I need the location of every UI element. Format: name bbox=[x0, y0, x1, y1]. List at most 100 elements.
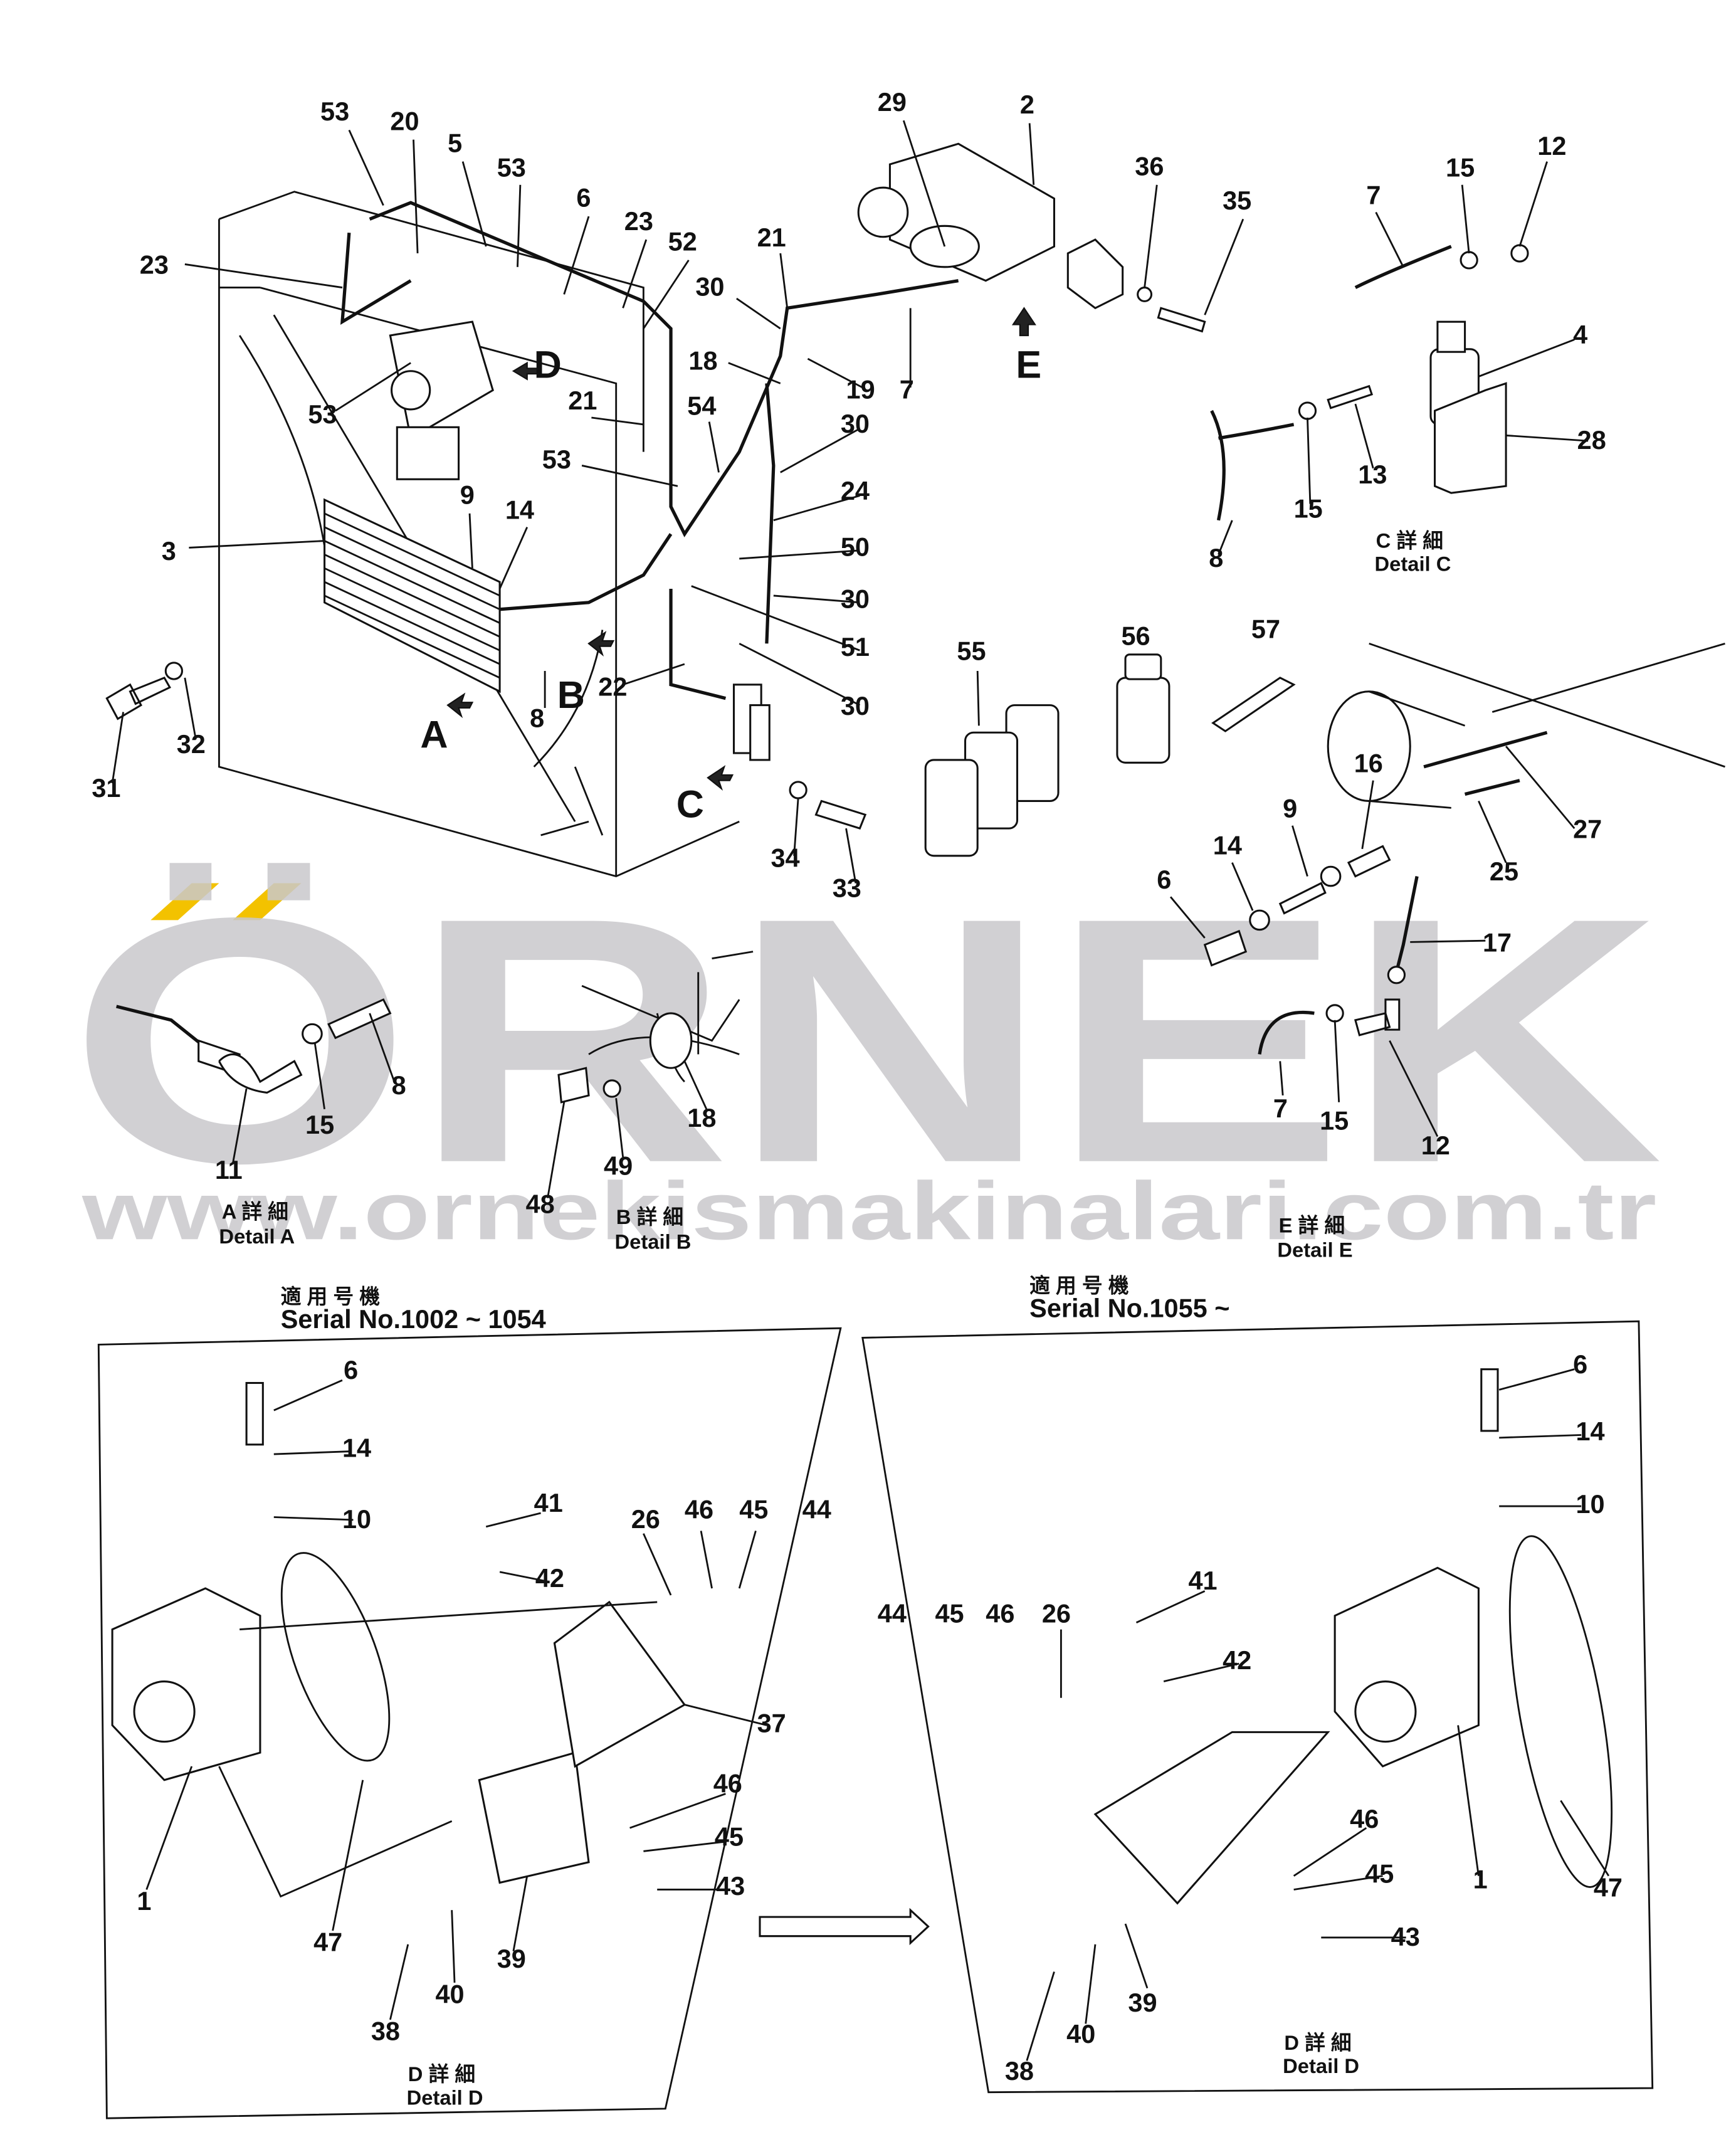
callout: 15 bbox=[1446, 153, 1475, 182]
callout: 8 bbox=[530, 704, 544, 733]
condenser bbox=[324, 498, 501, 694]
callout: 42 bbox=[535, 1563, 564, 1593]
callout: 38 bbox=[371, 2017, 400, 2046]
callout: 19 bbox=[846, 374, 875, 404]
callout: 42 bbox=[1223, 1645, 1251, 1675]
callout: 4 bbox=[1573, 320, 1587, 349]
callout: 15 bbox=[1320, 1106, 1349, 1136]
detail-d-old-callouts: 適 用 号 機 Serial No.1002 ~ 1054 6 14 10 41… bbox=[137, 1285, 831, 2109]
serial-caption-jp: 適 用 号 機 bbox=[1029, 1274, 1129, 1297]
callout: 30 bbox=[695, 272, 724, 302]
view-marker-b: B bbox=[557, 673, 585, 716]
callout: 29 bbox=[878, 87, 907, 117]
detail-c-drawing bbox=[1210, 161, 1589, 555]
callout: 1 bbox=[137, 1886, 151, 1916]
callout: 14 bbox=[505, 495, 534, 525]
callout: 40 bbox=[435, 1980, 464, 2009]
cooler-unit bbox=[857, 142, 1206, 333]
detail-d-new-panel bbox=[861, 1320, 1654, 2094]
callout: 13 bbox=[1358, 460, 1387, 489]
callout: 10 bbox=[342, 1504, 371, 1534]
callout: 27 bbox=[1573, 814, 1602, 843]
callout: 46 bbox=[685, 1495, 713, 1524]
callout: 53 bbox=[542, 445, 571, 474]
callout: 45 bbox=[715, 1822, 744, 1852]
callout: 6 bbox=[1157, 865, 1171, 894]
callout: 53 bbox=[497, 153, 526, 182]
detail-b-callouts: 18 49 48 B 詳 細 Detail B bbox=[526, 1103, 717, 1253]
callout: 30 bbox=[841, 409, 870, 438]
callout: 23 bbox=[624, 206, 653, 236]
callout: 18 bbox=[688, 346, 717, 376]
callout: 30 bbox=[841, 584, 870, 614]
detail-b-caption-jp: B 詳 細 bbox=[616, 1205, 683, 1228]
callout: 45 bbox=[935, 1599, 964, 1628]
callout: 11 bbox=[215, 1155, 243, 1184]
watermark-accent-right bbox=[233, 883, 302, 921]
callout: 56 bbox=[1121, 621, 1150, 651]
callout: 53 bbox=[308, 399, 337, 429]
callout: 43 bbox=[1391, 1922, 1420, 1951]
detail-b-drawing bbox=[547, 951, 754, 1198]
callout: 49 bbox=[604, 1151, 633, 1181]
callout: 44 bbox=[802, 1495, 831, 1524]
callout: 12 bbox=[1421, 1131, 1450, 1160]
callout: 35 bbox=[1223, 186, 1251, 215]
callout: 14 bbox=[342, 1433, 371, 1462]
detail-c-callouts: 7 15 12 4 28 13 15 8 C 詳 細 Detail C bbox=[1209, 131, 1606, 576]
callout: 43 bbox=[716, 1871, 745, 1901]
callout: 14 bbox=[1213, 831, 1242, 860]
callout: 6 bbox=[1573, 1349, 1587, 1379]
callout: 46 bbox=[713, 1768, 742, 1798]
serial-range: Serial No.1002 ~ 1054 bbox=[281, 1304, 546, 1334]
detail-c-caption: Detail C bbox=[1374, 552, 1451, 576]
callout: 6 bbox=[344, 1355, 358, 1385]
callout: 54 bbox=[687, 391, 716, 421]
callout: 26 bbox=[631, 1504, 660, 1534]
callout: 44 bbox=[878, 1599, 907, 1628]
view-marker-e: E bbox=[1016, 344, 1041, 386]
callout: 7 bbox=[900, 374, 914, 404]
detail-d-new-callouts: 適 用 号 機 Serial No.1055 ~ 6 14 10 41 44 4… bbox=[878, 1274, 1623, 2086]
callout: 21 bbox=[568, 386, 597, 415]
callout: 50 bbox=[841, 532, 870, 562]
detail-d-caption-jp: D 詳 細 bbox=[408, 2062, 475, 2086]
watermark-url: www.ornekismakinalari.com.tr bbox=[82, 1164, 1657, 1257]
callout: 41 bbox=[534, 1488, 563, 1517]
callout: 32 bbox=[177, 729, 206, 759]
detail-d-old-panel bbox=[97, 1327, 930, 2119]
callout: 47 bbox=[313, 1928, 342, 1957]
callout: 26 bbox=[1042, 1599, 1071, 1628]
callout: 7 bbox=[1366, 180, 1381, 209]
detail-d-caption: Detail D bbox=[1283, 2054, 1359, 2077]
callout: 36 bbox=[1135, 152, 1164, 181]
view-marker-d: D bbox=[534, 344, 562, 386]
callout: 8 bbox=[392, 1070, 406, 1100]
callout: 1 bbox=[1473, 1864, 1488, 1894]
detail-b-caption: Detail B bbox=[615, 1230, 692, 1253]
main-assembly-drawing bbox=[105, 120, 1296, 884]
receiver-drier bbox=[732, 683, 867, 830]
refrigerant-cans bbox=[924, 653, 1296, 857]
callout: 15 bbox=[1294, 493, 1323, 523]
detail-d-caption-jp: D 詳 細 bbox=[1284, 2031, 1351, 2054]
callout: 18 bbox=[687, 1103, 716, 1132]
callout: 34 bbox=[771, 843, 799, 872]
callout: 21 bbox=[757, 223, 786, 252]
callout: 14 bbox=[1576, 1416, 1604, 1446]
compressor bbox=[389, 320, 494, 480]
callout: 7 bbox=[1273, 1094, 1288, 1123]
callout: 51 bbox=[841, 632, 870, 662]
callout: 15 bbox=[305, 1110, 334, 1139]
callout: 45 bbox=[739, 1495, 768, 1524]
detail-e-caption-jp: E 詳 細 bbox=[1279, 1213, 1345, 1237]
callout: 10 bbox=[1576, 1489, 1604, 1519]
detail-a-caption: Detail A bbox=[219, 1225, 295, 1248]
callout: 57 bbox=[1251, 615, 1280, 644]
callout: 40 bbox=[1066, 2019, 1095, 2049]
detail-e-callouts: 16 9 14 6 27 25 17 7 15 12 E 詳 細 Detail … bbox=[1157, 749, 1602, 1262]
callout: 38 bbox=[1005, 2056, 1034, 2086]
callout: 39 bbox=[1128, 1988, 1157, 2017]
callout: 39 bbox=[497, 1944, 526, 1973]
